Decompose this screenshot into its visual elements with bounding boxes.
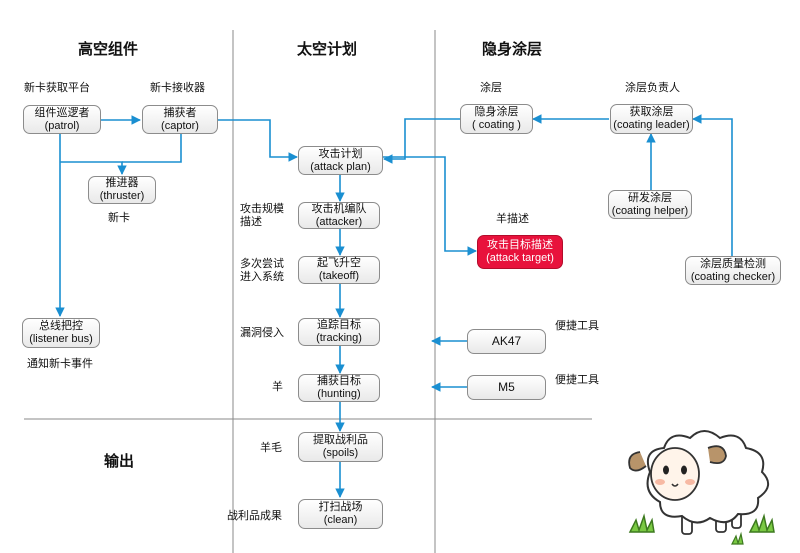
node-listener-bus[interactable]: 总线把控 (listener bus) [22, 318, 100, 348]
label-attack-scale: 攻击规模 描述 [240, 203, 284, 228]
node-coating-leader[interactable]: 获取涂层 (coating leader) [610, 104, 693, 134]
label-multi-try: 多次尝试 进入系统 [240, 258, 284, 283]
node-ak47-label: AK47 [491, 334, 522, 348]
label-sheep: 羊 [272, 381, 283, 393]
node-coating-helper[interactable]: 研发涂层 (coating helper) [608, 190, 692, 219]
node-listener-subtitle: (listener bus) [29, 333, 93, 345]
node-clean-subtitle: (clean) [323, 514, 358, 526]
node-coating[interactable]: 隐身涂层 ( coating ) [460, 104, 533, 134]
column-header-left: 高空组件 [78, 41, 139, 58]
node-coating-leader-title: 获取涂层 [629, 106, 674, 118]
node-attacker[interactable]: 攻击机编队 (attacker) [298, 202, 380, 229]
column-header-output: 输出 [104, 453, 135, 470]
node-patrol[interactable]: 组件巡逻者 (patrol) [23, 105, 101, 134]
node-takeoff[interactable]: 起飞升空 (takeoff) [298, 256, 380, 284]
node-attacker-title: 攻击机编队 [311, 202, 367, 215]
node-ak47[interactable]: AK47 [467, 329, 546, 354]
label-coating-owner: 涂层负责人 [625, 82, 680, 94]
node-attack-target[interactable]: 攻击目标描述 (attack target) [477, 235, 563, 269]
node-coating-checker-title: 涂层质量检测 [700, 257, 766, 270]
label-wool: 羊毛 [260, 442, 282, 454]
node-spoils-subtitle: (spoils) [322, 447, 359, 459]
node-spoils[interactable]: 提取战利品 (spoils) [298, 432, 383, 462]
node-coating-checker[interactable]: 涂层质量检测 (coating checker) [685, 256, 781, 285]
label-platform: 新卡获取平台 [24, 82, 90, 94]
label-tool-2: 便捷工具 [555, 374, 599, 386]
node-captor-subtitle: (captor) [161, 119, 199, 132]
node-attack-target-title: 攻击目标描述 [487, 239, 553, 251]
node-captor[interactable]: 捕获者 (captor) [142, 105, 218, 134]
label-receiver: 新卡接收器 [150, 82, 205, 94]
column-header-right: 隐身涂层 [482, 41, 543, 58]
label-vuln: 漏洞侵入 [240, 327, 284, 339]
node-coating-helper-subtitle: (coating helper) [611, 204, 689, 217]
label-notify: 通知新卡事件 [27, 358, 93, 370]
label-tool-1: 便捷工具 [555, 320, 599, 332]
node-attack-plan-subtitle: (attack plan) [310, 160, 371, 173]
node-attack-plan-title: 攻击计划 [318, 147, 363, 160]
node-tracking-title: 追踪目标 [317, 319, 361, 331]
node-takeoff-subtitle: (takeoff) [318, 270, 360, 282]
label-coating: 涂层 [480, 82, 502, 94]
node-attack-target-subtitle: (attack target) [486, 252, 554, 264]
node-clean[interactable]: 打扫战场 (clean) [298, 499, 383, 529]
node-patrol-title: 组件巡逻者 [34, 106, 90, 119]
node-thruster[interactable]: 推进器 (thruster) [88, 176, 156, 204]
sheep-icon [628, 430, 775, 546]
node-patrol-subtitle: (patrol) [44, 119, 80, 132]
label-sheep-desc: 羊描述 [496, 213, 529, 225]
node-coating-checker-subtitle: (coating checker) [690, 270, 776, 283]
node-coating-helper-title: 研发涂层 [628, 191, 672, 204]
node-thruster-subtitle: (thruster) [99, 190, 145, 202]
node-tracking[interactable]: 追踪目标 (tracking) [298, 318, 380, 346]
label-newcard: 新卡 [108, 212, 130, 224]
column-header-middle: 太空计划 [297, 41, 358, 58]
node-captor-title: 捕获者 [163, 106, 197, 119]
node-hunting-title: 捕获目标 [317, 375, 361, 387]
node-takeoff-title: 起飞升空 [317, 257, 361, 269]
node-listener-title: 总线把控 [39, 320, 83, 332]
label-result: 战利品成果 [227, 510, 282, 522]
node-coating-title: 隐身涂层 [474, 106, 519, 118]
node-attack-plan[interactable]: 攻击计划 (attack plan) [298, 146, 383, 175]
node-attacker-subtitle: (attacker) [315, 215, 363, 228]
node-m5[interactable]: M5 [467, 375, 546, 400]
node-coating-subtitle: ( coating ) [472, 119, 521, 131]
node-tracking-subtitle: (tracking) [316, 332, 362, 344]
node-clean-title: 打扫战场 [318, 501, 363, 513]
node-hunting-subtitle: (hunting) [317, 388, 361, 400]
node-hunting[interactable]: 捕获目标 (hunting) [298, 374, 380, 402]
node-coating-leader-subtitle: (coating leader) [613, 119, 690, 131]
node-m5-label: M5 [498, 380, 515, 394]
node-thruster-title: 推进器 [105, 177, 139, 189]
node-spoils-title: 提取战利品 [313, 434, 368, 446]
